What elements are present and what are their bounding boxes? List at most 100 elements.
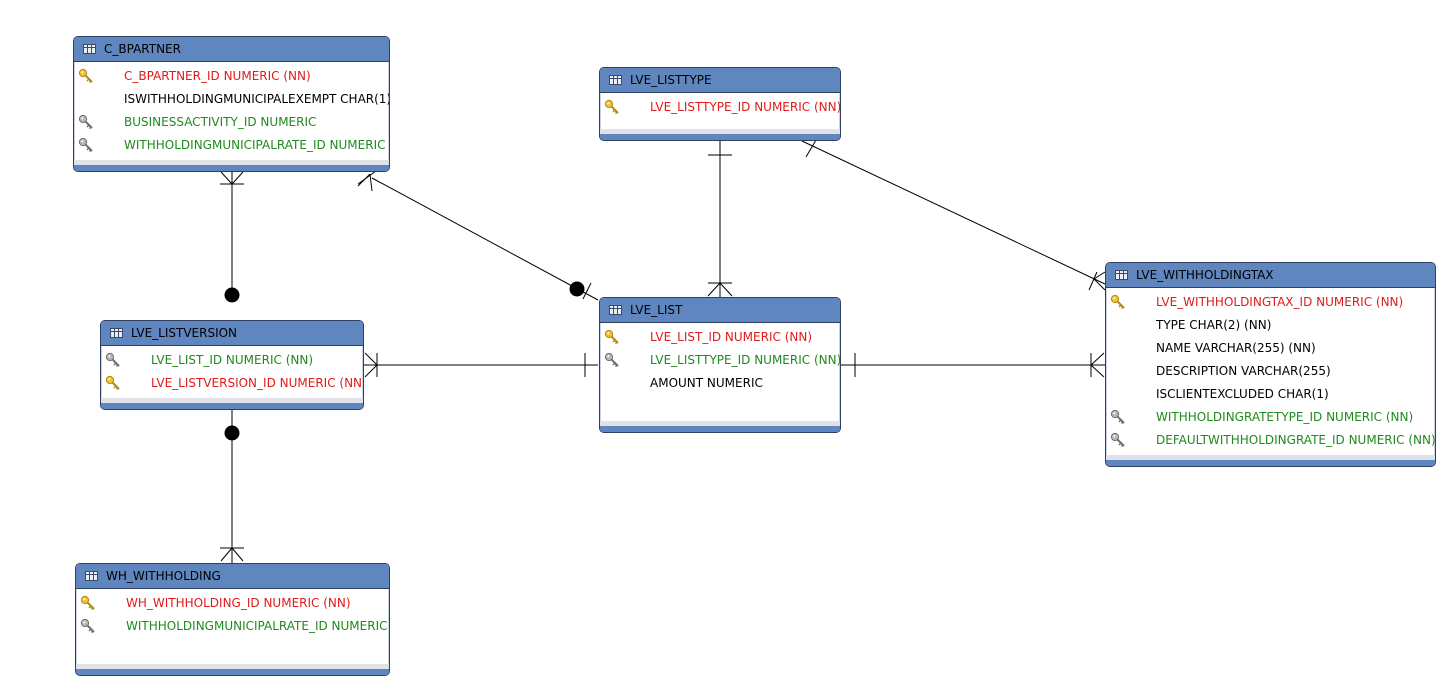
column-definition: LVE_WITHHOLDINGTAX_ID NUMERIC (NN) <box>1156 294 1404 309</box>
column-definition: LVE_LISTTYPE_ID NUMERIC (NN) <box>650 99 841 114</box>
column-definition: WH_WITHHOLDING_ID NUMERIC (NN) <box>126 595 351 610</box>
column-row[interactable]: NAME VARCHAR(255) (NN) <box>1106 336 1435 359</box>
column-icon-spacer <box>1110 363 1126 379</box>
entity-name: C_BPARTNER <box>104 42 181 56</box>
column-definition: LVE_LISTTYPE_ID NUMERIC (NN) <box>650 352 841 367</box>
column-row[interactable]: LVE_LIST_ID NUMERIC (NN) <box>101 348 363 371</box>
relationship-listtype-list <box>707 141 733 297</box>
column-list: LVE_LIST_ID NUMERIC (NN) LVE_LISTVERSION_… <box>101 346 363 394</box>
entity-footer <box>600 129 840 140</box>
column-definition: WITHHOLDINGMUNICIPALRATE_ID NUMERIC <box>126 618 388 633</box>
column-row[interactable]: DESCRIPTION VARCHAR(255) <box>1106 359 1435 382</box>
primary-key-icon <box>80 595 96 611</box>
column-row[interactable]: ISCLIENTEXCLUDED CHAR(1) <box>1106 382 1435 405</box>
entity-footer <box>74 160 389 171</box>
column-icon-spacer <box>1110 340 1126 356</box>
column-row[interactable]: WITHHOLDINGMUNICIPALRATE_ID NUMERIC <box>74 133 389 156</box>
entity-header[interactable]: LVE_LIST <box>600 298 840 323</box>
column-definition: TYPE CHAR(2) (NN) <box>1156 317 1272 332</box>
relationship-list-withholdingtax <box>841 352 1105 378</box>
column-row[interactable]: C_BPARTNER_ID NUMERIC (NN) <box>74 64 389 87</box>
column-definition: DEFAULTWITHHOLDINGRATE_ID NUMERIC (NN) <box>1156 432 1436 447</box>
relationship-bpartner-listversion <box>220 171 244 303</box>
column-definition: ISWITHHOLDINGMUNICIPALEXEMPT CHAR(1) <box>124 91 390 106</box>
entity-header[interactable]: WH_WITHHOLDING <box>76 564 389 589</box>
primary-key-icon <box>604 99 620 115</box>
column-row[interactable]: LVE_LISTTYPE_ID NUMERIC (NN) <box>600 95 840 118</box>
column-definition: AMOUNT NUMERIC <box>650 375 763 390</box>
column-list: LVE_WITHHOLDINGTAX_ID NUMERIC (NN) TYPE C… <box>1106 288 1435 451</box>
table-icon <box>609 75 622 85</box>
column-row[interactable]: TYPE CHAR(2) (NN) <box>1106 313 1435 336</box>
entity-header[interactable]: LVE_WITHHOLDINGTAX <box>1106 263 1435 288</box>
foreign-key-icon <box>1110 409 1126 425</box>
table-icon <box>83 44 96 54</box>
column-row[interactable]: WITHHOLDINGRATETYPE_ID NUMERIC (NN) <box>1106 405 1435 428</box>
column-row[interactable]: DEFAULTWITHHOLDINGRATE_ID NUMERIC (NN) <box>1106 428 1435 451</box>
entity-name: LVE_LISTVERSION <box>131 326 238 340</box>
column-definition: WITHHOLDINGMUNICIPALRATE_ID NUMERIC <box>124 137 386 152</box>
relationship-listtype-withholdingtax <box>801 139 1106 291</box>
foreign-key-icon <box>1110 432 1126 448</box>
column-list: LVE_LISTTYPE_ID NUMERIC (NN) <box>600 93 840 118</box>
entity-wh-withholding[interactable]: WH_WITHHOLDING WH_WITHHOLDING_ID NUMERIC … <box>75 563 390 676</box>
table-icon <box>110 328 123 338</box>
entity-name: LVE_LIST <box>630 303 683 317</box>
column-row[interactable]: AMOUNT NUMERIC <box>600 371 840 394</box>
entity-header[interactable]: C_BPARTNER <box>74 37 389 62</box>
column-icon-spacer <box>604 375 620 391</box>
entity-lve-listtype[interactable]: LVE_LISTTYPE LVE_LISTTYPE_ID NUMERIC (NN) <box>599 67 841 141</box>
column-list: LVE_LIST_ID NUMERIC (NN) LVE_LISTTYPE_ID … <box>600 323 840 394</box>
entity-lve-withholdingtax[interactable]: LVE_WITHHOLDINGTAX LVE_WITHHOLDINGTAX_ID … <box>1105 262 1436 467</box>
column-definition: ISCLIENTEXCLUDED CHAR(1) <box>1156 386 1329 401</box>
column-definition: DESCRIPTION VARCHAR(255) <box>1156 363 1331 378</box>
relationship-bpartner-list <box>357 170 599 301</box>
table-icon <box>85 571 98 581</box>
column-row[interactable]: LVE_LISTTYPE_ID NUMERIC (NN) <box>600 348 840 371</box>
foreign-key-icon <box>78 114 94 130</box>
column-icon-spacer <box>78 91 94 107</box>
table-icon <box>1115 270 1128 280</box>
column-row[interactable]: ISWITHHOLDINGMUNICIPALEXEMPT CHAR(1) <box>74 87 389 110</box>
primary-key-icon <box>604 329 620 345</box>
foreign-key-icon <box>80 618 96 634</box>
entity-header[interactable]: LVE_LISTVERSION <box>101 321 363 346</box>
column-definition: LVE_LIST_ID NUMERIC (NN) <box>650 329 813 344</box>
foreign-key-icon <box>105 352 121 368</box>
entity-footer <box>1106 455 1435 466</box>
column-definition: LVE_LIST_ID NUMERIC (NN) <box>151 352 314 367</box>
column-icon-spacer <box>1110 317 1126 333</box>
column-list: WH_WITHHOLDING_ID NUMERIC (NN) WITHHOLDIN… <box>76 589 389 637</box>
foreign-key-icon <box>78 137 94 153</box>
primary-key-icon <box>78 68 94 84</box>
column-row[interactable]: WH_WITHHOLDING_ID NUMERIC (NN) <box>76 591 389 614</box>
entity-name: LVE_WITHHOLDINGTAX <box>1136 268 1274 282</box>
entity-header[interactable]: LVE_LISTTYPE <box>600 68 840 93</box>
column-row[interactable]: WITHHOLDINGMUNICIPALRATE_ID NUMERIC <box>76 614 389 637</box>
entity-footer <box>76 664 389 675</box>
relationship-listversion-list <box>364 352 598 378</box>
column-row[interactable]: LVE_WITHHOLDINGTAX_ID NUMERIC (NN) <box>1106 290 1435 313</box>
column-definition: NAME VARCHAR(255) (NN) <box>1156 340 1316 355</box>
column-list: C_BPARTNER_ID NUMERIC (NN) ISWITHHOLDINGM… <box>74 62 389 156</box>
entity-footer <box>101 398 363 409</box>
table-icon <box>609 305 622 315</box>
entity-name: LVE_LISTTYPE <box>630 73 712 87</box>
column-definition: BUSINESSACTIVITY_ID NUMERIC <box>124 114 317 129</box>
entity-name: WH_WITHHOLDING <box>106 569 221 583</box>
column-definition: C_BPARTNER_ID NUMERIC (NN) <box>124 68 311 83</box>
column-definition: LVE_LISTVERSION_ID NUMERIC (NN) <box>151 375 364 390</box>
entity-c-bpartner[interactable]: C_BPARTNER C_BPARTNER_ID NUMERIC (NN) ISWI… <box>73 36 390 172</box>
column-row[interactable]: LVE_LISTVERSION_ID NUMERIC (NN) <box>101 371 363 394</box>
primary-key-icon <box>105 375 121 391</box>
column-icon-spacer <box>1110 386 1126 402</box>
column-definition: WITHHOLDINGRATETYPE_ID NUMERIC (NN) <box>1156 409 1414 424</box>
relationship-listversion-withholding <box>220 410 244 563</box>
entity-footer <box>600 421 840 432</box>
primary-key-icon <box>1110 294 1126 310</box>
column-row[interactable]: BUSINESSACTIVITY_ID NUMERIC <box>74 110 389 133</box>
column-row[interactable]: LVE_LIST_ID NUMERIC (NN) <box>600 325 840 348</box>
